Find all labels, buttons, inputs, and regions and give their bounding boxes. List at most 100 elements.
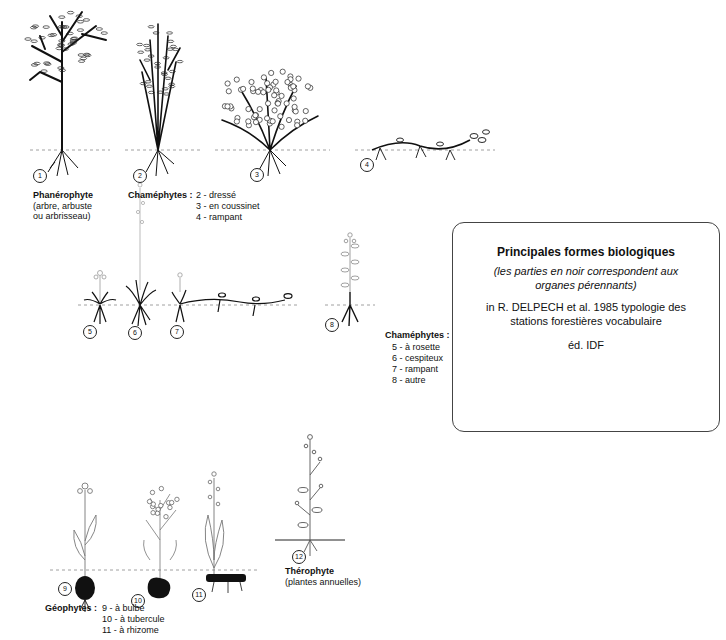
leaf-mark — [250, 86, 255, 91]
leaf-mark — [60, 26, 66, 29]
leaf-mark — [59, 69, 65, 72]
leaf-mark — [253, 113, 258, 118]
leaf-mark — [173, 48, 179, 50]
leaf-mark — [261, 90, 266, 95]
legend-box: Principales formes biologiques(les parti… — [452, 222, 720, 432]
leaf-mark — [155, 511, 159, 515]
leaf-mark — [96, 28, 102, 31]
leaf-mark — [275, 101, 280, 106]
box-text: éd. IDF — [465, 338, 707, 352]
form-item: 4 - rampant — [196, 212, 242, 222]
leaf-mark — [169, 500, 173, 504]
leaf-mark — [140, 82, 146, 84]
callout-number: 3 — [250, 168, 264, 182]
leaf-mark — [84, 53, 90, 56]
leaf-mark — [137, 43, 143, 45]
leaf-mark — [265, 81, 270, 86]
leaf-mark — [246, 119, 251, 124]
group-heading: Géophytes : — [45, 603, 97, 613]
leaf-mark — [253, 120, 258, 125]
leaf-mark — [226, 89, 231, 94]
leaf-mark — [31, 40, 37, 43]
leaf-mark — [303, 108, 308, 113]
leaf-mark — [159, 503, 163, 507]
leaf-mark — [225, 81, 230, 86]
leaf-mark — [153, 32, 159, 34]
leaf-mark — [266, 87, 271, 92]
group-note: (arbre, arbuste ou arbrisseau) — [33, 201, 101, 221]
leaf-mark — [272, 108, 277, 113]
leaf-mark — [159, 486, 163, 490]
form-item: 2 - dressé — [196, 190, 236, 200]
leaf-mark — [163, 57, 169, 59]
leaf-mark — [59, 40, 65, 43]
leaf-mark — [170, 45, 176, 47]
leaf-mark — [148, 55, 154, 57]
leaf-mark — [261, 75, 266, 80]
form-item: 7 - rampant — [392, 364, 438, 374]
leaf-mark — [162, 73, 168, 75]
leaf-mark — [265, 101, 270, 106]
leaf-mark — [144, 44, 150, 46]
leaf-mark — [168, 40, 174, 42]
leaf-mark — [285, 79, 290, 84]
leaf-mark — [270, 119, 275, 124]
leaf-mark — [151, 510, 155, 514]
group-heading: Phanérophyte — [33, 190, 93, 200]
leaf-mark — [305, 84, 310, 89]
leaf-mark — [264, 116, 269, 121]
form-item: 8 - autre — [392, 375, 426, 385]
box-text: (les parties en noir correspondent aux o… — [483, 264, 689, 292]
leaf-mark — [257, 107, 262, 112]
leaf-mark — [303, 118, 308, 123]
group-heading: Chaméphytes : — [385, 330, 450, 340]
leaf-mark — [168, 505, 172, 509]
leaf-mark — [269, 70, 274, 75]
callout-number: 11 — [192, 588, 206, 602]
leaf-mark — [146, 85, 152, 87]
leaf-mark — [157, 91, 163, 93]
form-item: 5 - à rosette — [392, 342, 440, 352]
leaf-mark — [241, 86, 246, 91]
leaf-mark — [284, 101, 289, 106]
leaf-mark — [41, 70, 47, 73]
leaf-mark — [175, 497, 179, 501]
leaf-mark — [275, 101, 280, 106]
callout-number: 4 — [360, 158, 374, 172]
leaf-mark — [274, 88, 279, 93]
leaf-mark — [39, 36, 45, 39]
leaf-mark — [76, 15, 82, 18]
leaf-mark — [246, 106, 251, 111]
leaf-mark — [78, 60, 84, 63]
group-heading: Thérophyte — [285, 566, 334, 576]
leaf-mark — [25, 38, 31, 41]
leaf-mark — [155, 66, 161, 68]
leaf-mark — [58, 43, 64, 46]
callout-number: 8 — [325, 318, 339, 332]
leaf-mark — [77, 29, 83, 32]
leaf-mark — [48, 34, 54, 37]
form-item: 10 - à tubercule — [102, 614, 165, 624]
leaf-mark — [292, 104, 297, 109]
leaf-mark — [164, 93, 170, 95]
leaf-mark — [44, 62, 50, 65]
leaf-mark — [234, 119, 239, 124]
leaf-mark — [256, 89, 261, 94]
leaf-mark — [177, 60, 183, 62]
leaf-mark — [144, 59, 150, 61]
leaf-mark — [280, 69, 285, 74]
leaf-mark — [169, 85, 175, 87]
leaf-mark — [85, 54, 91, 57]
leaf-mark — [291, 84, 296, 89]
form-item: (plantes annuelles) — [285, 577, 361, 587]
leaf-mark — [101, 32, 107, 35]
form-item: 6 - cespiteux — [392, 353, 443, 363]
leaf-mark — [67, 32, 73, 35]
leaf-mark — [32, 25, 38, 28]
leaf-mark — [273, 79, 278, 84]
leaf-mark — [56, 47, 62, 50]
leaf-mark — [165, 77, 171, 79]
form-item: 9 - à bulbe — [102, 603, 145, 613]
leaf-mark — [148, 26, 154, 28]
leaf-mark — [162, 88, 168, 90]
